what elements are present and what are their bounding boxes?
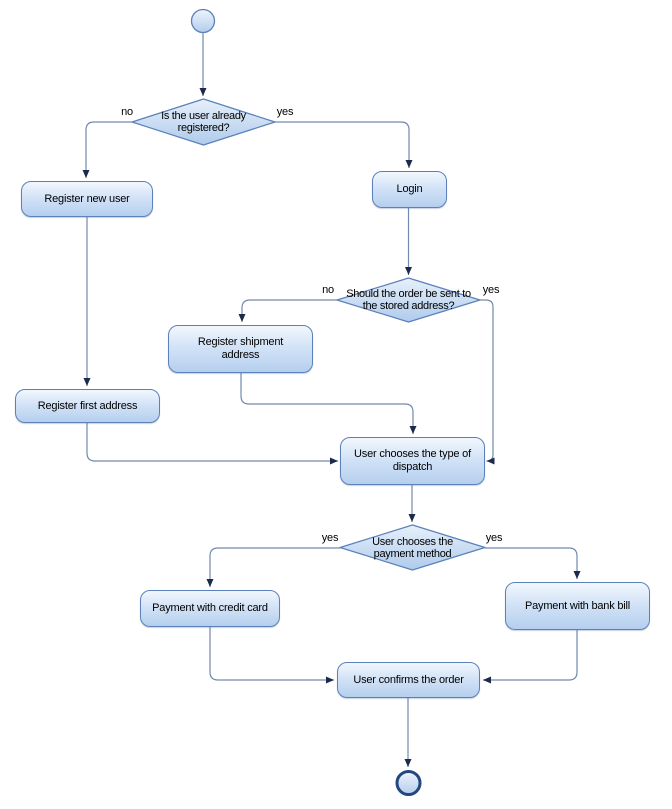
- decision-payment-diamond: [339, 524, 486, 571]
- edge-label-payment-right-yes: yes: [485, 532, 503, 544]
- node-register-shipment-address-label: Register shipment address: [197, 336, 284, 361]
- edge-label-registered-no: no: [121, 106, 133, 118]
- node-choose-dispatch: User chooses the type of dispatch: [340, 437, 485, 485]
- edge-credit-card-to-confirm-order: [209, 627, 334, 684]
- edge-payment-left-to-credit-card: [206, 547, 340, 587]
- node-login: Login: [372, 171, 447, 208]
- edge-label-registered-yes: yes: [276, 106, 294, 118]
- edge-register-shipment-address-to-choose-dispatch: [240, 373, 417, 434]
- node-confirm-order: User confirms the order: [337, 662, 480, 698]
- edge-registered-yes-to-login: [275, 121, 413, 168]
- edge-label-payment-left-yes: yes: [321, 532, 339, 544]
- node-confirm-order-label: User confirms the order: [353, 673, 464, 686]
- node-payment-bank-bill: Payment with bank bill: [505, 582, 650, 630]
- node-register-new-user-label: Register new user: [44, 192, 130, 205]
- edge-label-stored-no: no: [322, 284, 334, 296]
- node-register-first-address: Register first address: [15, 389, 160, 423]
- node-register-first-address-label: Register first address: [37, 399, 138, 412]
- node-register-shipment-address: Register shipment address: [168, 325, 313, 373]
- initial-node: [190, 8, 216, 34]
- edge-stored-no-to-register-shipment-address: [238, 299, 337, 322]
- edge-bank-bill-to-confirm-order: [483, 630, 578, 684]
- node-payment-credit-card-label: Payment with credit card: [152, 602, 268, 614]
- decision-registered-diamond: [131, 98, 276, 146]
- edge-registered-no-to-register-new-user: [82, 121, 132, 178]
- decision-stored-address-diamond: [336, 277, 481, 323]
- edge-stored-yes-to-choose-dispatch: [480, 299, 495, 465]
- final-node: [395, 770, 422, 796]
- node-register-new-user: Register new user: [21, 181, 153, 217]
- edge-label-stored-yes: yes: [482, 284, 500, 296]
- node-payment-bank-bill-label: Payment with bank bill: [524, 599, 631, 612]
- node-choose-dispatch-label: User chooses the type of dispatch: [354, 448, 471, 473]
- node-payment-credit-card: Payment with credit card: [140, 590, 280, 627]
- edge-register-first-address-to-choose-dispatch: [86, 423, 338, 465]
- edge-payment-right-to-bank-bill: [485, 547, 581, 579]
- node-login-label: Login: [396, 183, 423, 195]
